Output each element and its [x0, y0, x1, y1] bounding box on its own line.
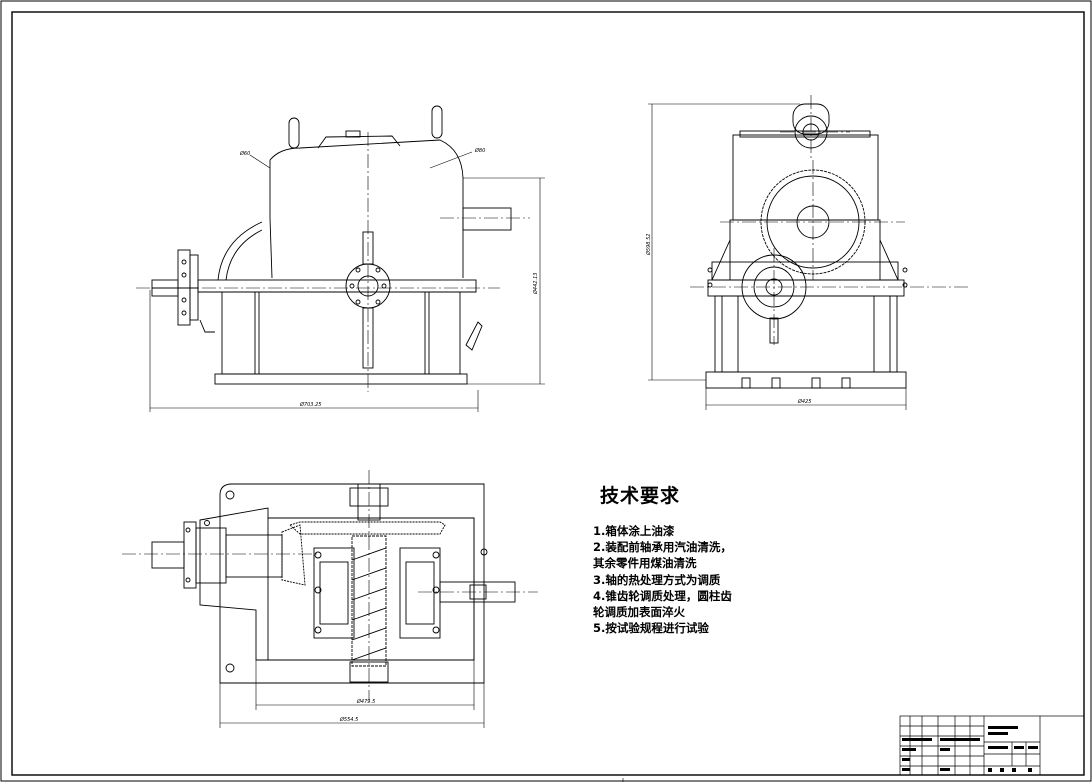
tech-item: 2.装配前轴承用汽油清洗，其余零件用煤油清洗 — [593, 540, 732, 571]
dim-d425: Ø425 — [797, 398, 811, 405]
top-view — [151, 483, 516, 684]
title-block-fill — [902, 726, 1038, 772]
tech-requirements-list: 1.箱体涂上油漆 2.装配前轴承用汽油清洗，其余零件用煤油清洗 3.轴的热处理方… — [593, 523, 733, 636]
tech-item: 4.锥齿轮调质处理，圆柱齿轮调质加表面淬火 — [593, 588, 732, 620]
top-centerlines — [122, 470, 538, 700]
dim-d479: Ø479.5 — [356, 698, 375, 705]
dim-d80: Ø80 — [474, 147, 485, 154]
tech-item: 1.箱体涂上油漆 — [593, 524, 675, 538]
top-dimensions — [219, 660, 485, 728]
tech-requirements-title: 技术要求 — [600, 485, 681, 507]
tech-item: 3.轴的热处理方式为调质 — [593, 572, 721, 587]
dim-d442: Ø442.13 — [532, 273, 539, 295]
title-block — [899, 715, 1085, 776]
inner-frame — [11, 11, 1085, 776]
tech-item: 5.按试验规程进行试验 — [593, 621, 709, 636]
side-centerlines — [690, 95, 968, 345]
side-dimensions — [648, 103, 907, 410]
side-view — [705, 103, 908, 389]
front-dimensions — [149, 151, 545, 412]
dim-d703: Ø703.25 — [299, 401, 321, 408]
dim-d60: Ø60 — [239, 150, 250, 157]
front-centerlines — [136, 132, 530, 392]
dim-d598: Ø598.52 — [645, 234, 652, 256]
dim-d554: Ø554.5 — [339, 716, 358, 723]
front-view — [151, 105, 512, 385]
